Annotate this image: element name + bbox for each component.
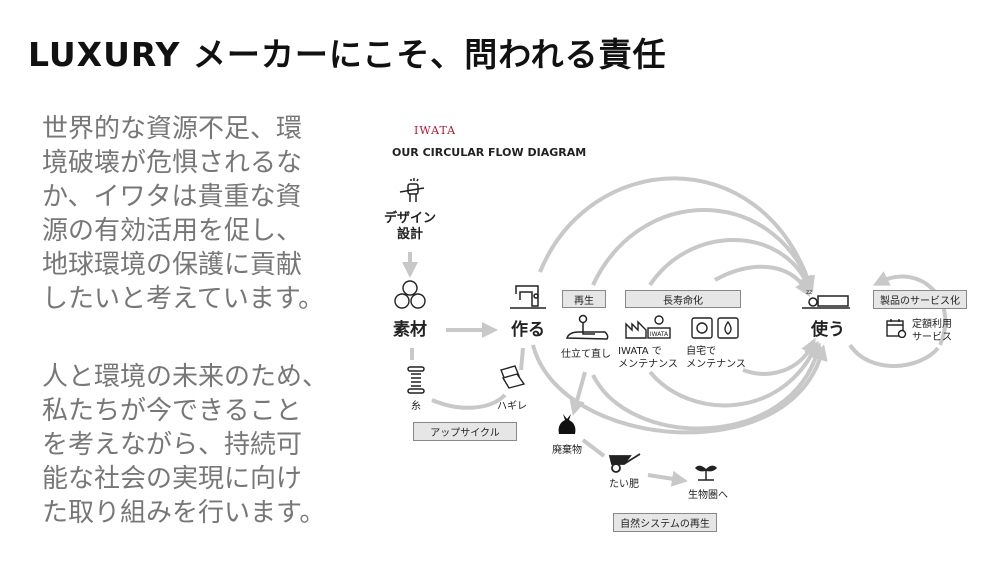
text-line: 世界的な資源不足、環 (42, 114, 303, 144)
paragraph-2: 人と環境の未来のため、 私たちが今できること を考えながら、持続可 能な社会の実… (42, 360, 352, 530)
compost-label: たい肥 (609, 479, 639, 490)
calendar-icon (886, 319, 907, 338)
label-line: メンテナンス (618, 359, 678, 370)
arrow-compost-to-biosphere (647, 470, 688, 487)
sewing-machine-icon (510, 285, 546, 309)
use-label: 使う (811, 320, 845, 340)
garbage-bag-icon (558, 414, 576, 434)
text-line: 能な社会の実現に向け (42, 464, 303, 494)
remake-label: 仕立て直し (561, 349, 611, 360)
arc-2 (591, 208, 815, 293)
upcycle-box: アップサイクル (413, 422, 517, 441)
iwata-maintenance-label: IWATA でメンテナンス (618, 345, 678, 371)
upcycle-arc (410, 347, 525, 410)
waste-label: 廃棄物 (552, 445, 582, 456)
text-line: 地球環境の保護に貢献 (42, 250, 303, 280)
servitization-box: 製品のサービス化 (873, 290, 967, 309)
arrow-remake-to-waste (569, 371, 587, 416)
label-line: 自宅で (686, 346, 717, 357)
label-line: サービス (912, 332, 952, 343)
thread-spool-icon (407, 366, 425, 394)
label-line: IWATA で (618, 346, 662, 357)
slide-title: LUXURY メーカーにこそ、問われる責任 (28, 35, 667, 74)
make-label: 作る (511, 320, 545, 340)
cotton-icon (394, 280, 426, 309)
arc-lower-outer (531, 344, 828, 435)
svg-text:IWATA: IWATA (650, 331, 669, 338)
svg-text:zz: zz (806, 289, 812, 296)
scraps-label: ハギレ (497, 401, 527, 412)
arrow-waste-to-compost (581, 438, 606, 458)
arc-lower-3 (591, 342, 824, 431)
text-line: 境破壊が危惧されるな (42, 148, 303, 178)
arc-outer (538, 176, 815, 293)
biosphere-label: 生物圏へ (688, 490, 728, 501)
service-loop (872, 271, 948, 346)
home-maintenance-label: 自宅でメンテナンス (686, 345, 746, 371)
design-line: デザイン (383, 211, 437, 226)
subscription-label: 定額利用サービス (912, 318, 952, 344)
sun-water-icon (691, 317, 739, 339)
design-line: 設計 (396, 227, 424, 242)
arc-4 (714, 264, 810, 297)
material-label: 素材 (393, 320, 427, 340)
text-line: したいと考えています。 (42, 284, 325, 314)
diagram-heading: OUR CIRCULAR FLOW DIAGRAM (392, 146, 587, 159)
text-line: た取り組みを行います。 (42, 498, 326, 528)
tailor-icon (565, 314, 609, 340)
sleeping-bed-icon: zz (802, 289, 850, 309)
arc-3 (648, 238, 812, 293)
text-line: 源の有効活用を促し、 (42, 216, 303, 246)
text-line: を考えながら、持続可 (42, 430, 303, 460)
nature-regeneration-box: 自然システムの再生 (613, 513, 717, 532)
thread-label: 糸 (411, 401, 421, 412)
label-line: 定額利用 (912, 319, 952, 330)
regeneration-box: 再生 (562, 290, 606, 308)
fabric-scraps-icon (500, 365, 526, 389)
service-loop-bottom (848, 343, 940, 368)
brand-logo: IWATA (414, 124, 457, 137)
design-label: デザイン設計 (384, 211, 436, 243)
longevity-box: 長寿命化 (625, 290, 741, 308)
factory-icon: IWATA (625, 315, 671, 339)
label-line: メンテナンス (686, 359, 746, 370)
wheelbarrow-icon (608, 453, 641, 473)
hand-pen-icon (399, 178, 425, 202)
text-line: か、イワタは貴重な資 (42, 182, 302, 212)
text-line: 私たちが今できること (42, 396, 302, 426)
paragraph-1: 世界的な資源不足、環 境破壊が危惧されるな か、イワタは貴重な資 源の有効活用を… (42, 112, 352, 316)
arc-lower-2 (648, 340, 819, 408)
sprout-icon (694, 465, 718, 481)
text-line: 人と環境の未来のため、 (42, 362, 329, 392)
